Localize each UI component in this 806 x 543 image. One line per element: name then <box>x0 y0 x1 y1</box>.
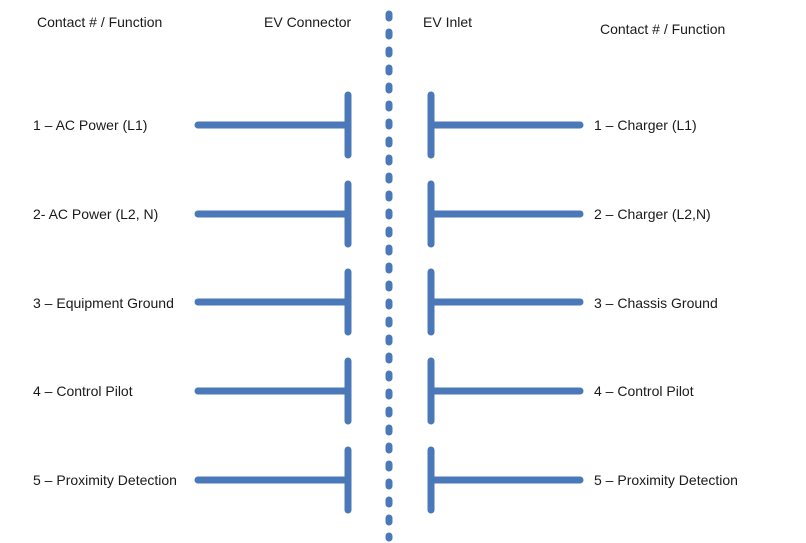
right-function-header: Contact # / Function <box>600 21 726 37</box>
left-contact-label-3: 3 – Equipment Ground <box>33 295 174 311</box>
left-function-header: Contact # / Function <box>37 14 163 30</box>
left-contact-label-2: 2- AC Power (L2, N) <box>33 206 159 222</box>
left-contact-label-1: 1 – AC Power (L1) <box>33 117 148 133</box>
right-contact-label-1: 1 – Charger (L1) <box>594 117 697 133</box>
right-contact-label-5: 5 – Proximity Detection <box>594 472 738 488</box>
left-contact-label-4: 4 – Control Pilot <box>33 383 133 399</box>
ev-connector-header: EV Connector <box>264 14 352 30</box>
right-contact-label-2: 2 – Charger (L2,N) <box>594 206 711 222</box>
right-contact-label-3: 3 – Chassis Ground <box>594 295 718 311</box>
right-contact-label-4: 4 – Control Pilot <box>594 383 694 399</box>
ev-inlet-header: EV Inlet <box>423 14 473 30</box>
left-contact-label-5: 5 – Proximity Detection <box>33 472 177 488</box>
